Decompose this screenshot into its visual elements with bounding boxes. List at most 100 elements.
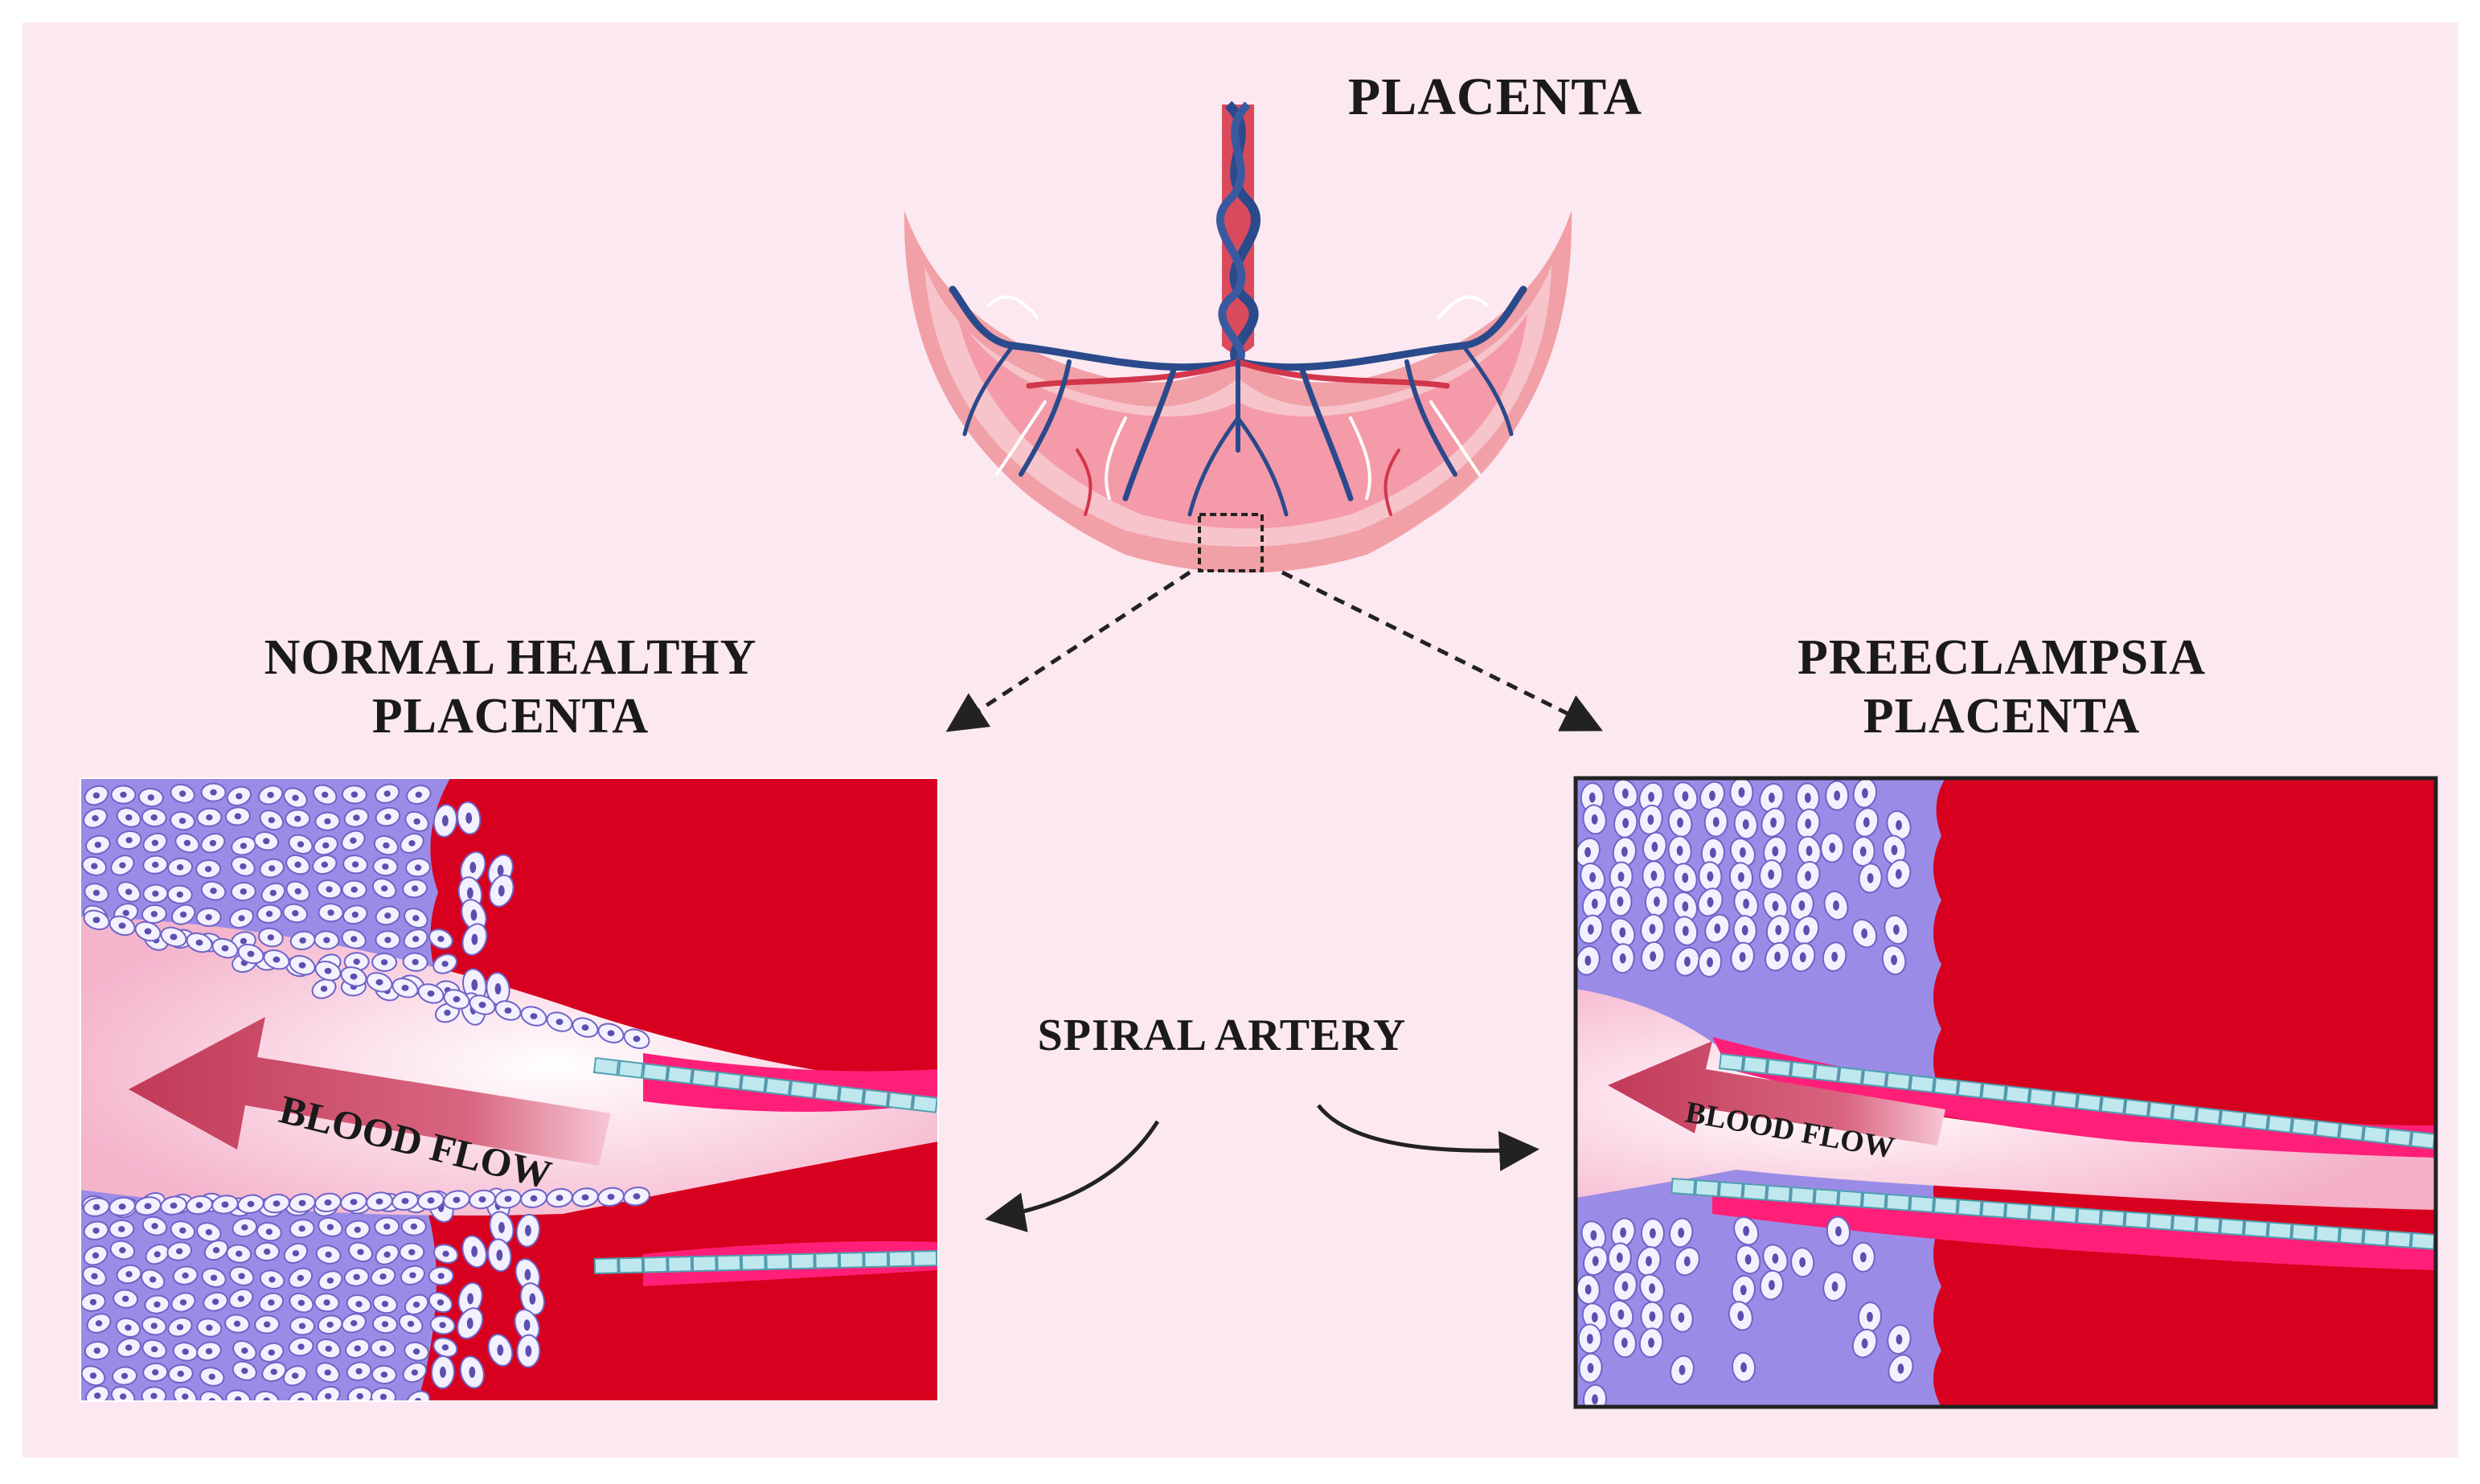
cell-nucleus	[1591, 1312, 1598, 1322]
cell-nucleus	[93, 1392, 101, 1399]
cell-nucleus	[150, 814, 158, 821]
cell-nucleus	[1707, 871, 1714, 882]
cell-nucleus	[1678, 1228, 1685, 1238]
endothelial-cell	[2386, 1230, 2412, 1248]
cell-nucleus	[466, 1318, 473, 1330]
endothelial-cell	[2410, 1232, 2436, 1250]
cell-nucleus	[351, 911, 359, 918]
cell-nucleus	[1709, 847, 1716, 859]
endothelial-cell	[2124, 1098, 2150, 1117]
cell-nucleus	[195, 1202, 203, 1208]
cell-nucleus	[1650, 951, 1657, 962]
pre-title-line1: PREECLAMPSIA	[1797, 630, 2207, 685]
cell-nucleus	[1682, 901, 1689, 912]
endothelial-cell	[2100, 1209, 2125, 1228]
pre-lumen	[1576, 989, 2436, 1210]
cell-nucleus	[440, 1366, 446, 1378]
endothelial-cell	[618, 1256, 644, 1274]
endothelial-cell	[2100, 1096, 2126, 1115]
cell-nucleus	[427, 1197, 435, 1204]
endothelial-cell	[716, 1254, 742, 1272]
cell-nucleus	[354, 1226, 361, 1233]
cell-nucleus	[221, 1201, 229, 1208]
endothelial-cell	[2314, 1225, 2340, 1244]
cell-nucleus	[151, 1223, 158, 1229]
cell-nucleus	[1646, 1256, 1652, 1267]
panel-normal	[80, 778, 938, 1401]
endothelial-cell	[2243, 1112, 2269, 1131]
endothelial-cell	[2363, 1228, 2388, 1247]
cell-nucleus	[1709, 790, 1716, 801]
cell-nucleus	[408, 1248, 416, 1256]
cell-nucleus	[120, 791, 127, 798]
endothelial-cell	[2291, 1223, 2317, 1241]
cell-nucleus	[1803, 924, 1810, 936]
cell-nucleus	[297, 1274, 305, 1281]
cell-nucleus	[170, 933, 178, 941]
cell-nucleus	[1620, 1227, 1627, 1238]
endothelial-cell	[2171, 1104, 2198, 1123]
cell-nucleus	[240, 937, 248, 945]
cell-nucleus	[437, 936, 445, 942]
cell-nucleus	[122, 909, 129, 916]
normal-endothelium-top	[592, 1056, 938, 1113]
endothelial-cell	[1694, 1179, 1720, 1198]
cell-nucleus	[1586, 1334, 1593, 1344]
endothelial-cell	[764, 1076, 791, 1097]
endothelial-cell	[1981, 1200, 2007, 1219]
cell-nucleus	[1891, 845, 1898, 855]
cell-nucleus	[1897, 1363, 1904, 1374]
cell-nucleus	[427, 990, 435, 997]
cell-nucleus	[326, 1277, 334, 1284]
cell-nucleus	[179, 911, 187, 918]
endothelial-cell	[740, 1254, 766, 1271]
cell-nucleus	[382, 863, 389, 870]
cell-nucleus	[1683, 1256, 1691, 1267]
cell-nucleus	[150, 1346, 158, 1353]
cell-nucleus	[383, 842, 390, 849]
cell-nucleus	[1621, 788, 1629, 799]
cell-nucleus	[125, 888, 133, 896]
endothelial-cell	[2339, 1122, 2364, 1142]
endothelial-cell	[2195, 1216, 2221, 1235]
cell-nucleus	[401, 985, 409, 991]
cell-nucleus	[182, 1272, 189, 1279]
endothelial-cell	[2267, 1221, 2293, 1240]
cell-nucleus	[1584, 1284, 1592, 1295]
cell-nucleus	[383, 1223, 391, 1230]
endothelial-cell	[2195, 1106, 2221, 1125]
cell-nucleus	[297, 1343, 305, 1351]
cell-nucleus	[353, 814, 360, 821]
cell-nucleus	[1859, 846, 1867, 857]
cell-nucleus	[119, 1247, 126, 1253]
cell-nucleus	[1738, 871, 1744, 883]
cell-nucleus	[408, 840, 416, 847]
cell-nucleus	[1833, 900, 1839, 911]
cell-nucleus	[1740, 1285, 1747, 1296]
endothelial-cell	[1742, 1056, 1769, 1075]
endothelial-cell	[1814, 1188, 1839, 1207]
cell-nucleus	[268, 1276, 276, 1283]
cell-nucleus	[152, 890, 159, 897]
endothelial-cell	[1789, 1060, 1816, 1080]
placenta-title: PLACENTA	[1347, 68, 1643, 126]
cell-nucleus	[470, 909, 478, 921]
cell-nucleus	[1587, 924, 1594, 935]
cell-nucleus	[118, 1203, 126, 1210]
endothelial-cell	[2076, 1207, 2102, 1226]
cell-nucleus	[208, 1373, 215, 1380]
cell-nucleus	[1682, 925, 1689, 937]
cell-nucleus	[240, 888, 248, 895]
cell-nucleus	[241, 1224, 248, 1231]
cell-nucleus	[1649, 1228, 1656, 1239]
cell-nucleus	[530, 1013, 538, 1019]
pre-endothelium-bottom	[1670, 1177, 2436, 1250]
endothelial-cell	[814, 1083, 840, 1102]
cell-nucleus	[498, 885, 505, 897]
cell-nucleus	[238, 915, 245, 922]
cell-nucleus	[411, 885, 419, 892]
cell-nucleus	[497, 1344, 504, 1356]
cell-nucleus	[121, 1295, 129, 1302]
placenta-illustration	[904, 100, 1572, 573]
cell-nucleus	[1893, 924, 1900, 935]
